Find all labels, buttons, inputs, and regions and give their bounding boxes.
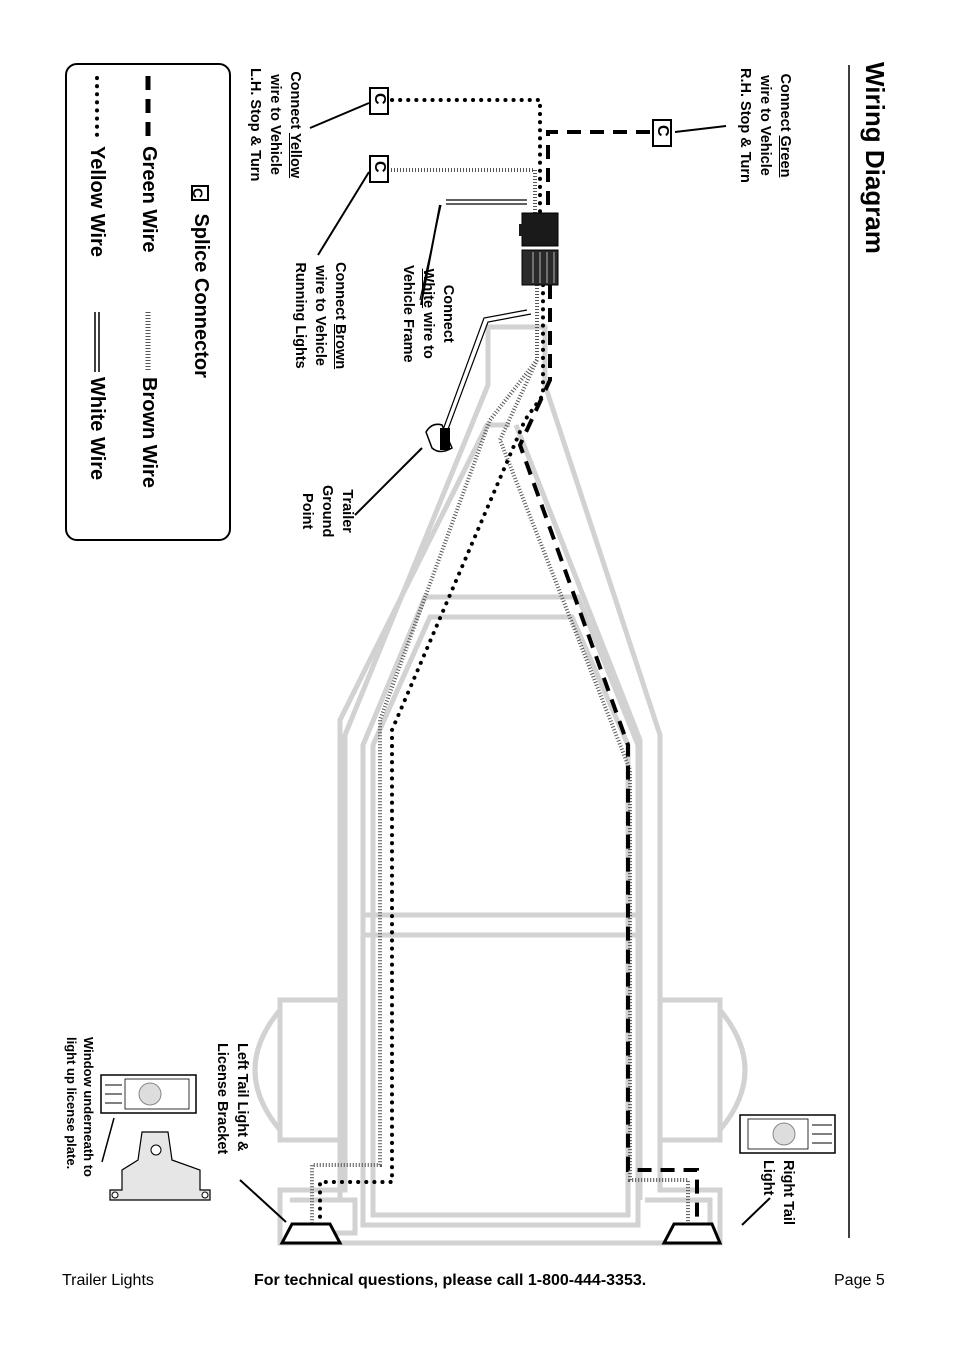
splice-connector-yellow: C: [369, 87, 389, 115]
splice-connector-brown: C: [369, 155, 389, 183]
footer-center: For technical questions, please call 1-8…: [254, 1272, 647, 1289]
right-tail-light: [661, 1222, 723, 1245]
legend-yellow-label: Yellow Wire: [86, 146, 108, 257]
legend-white-label: White Wire: [86, 377, 108, 481]
legend-green-swatch: [145, 76, 151, 140]
footer-right: Page 5: [834, 1272, 885, 1289]
legend-white-swatch: [94, 312, 100, 372]
splice-label: C: [371, 93, 388, 105]
legend-yellow-swatch: [95, 76, 99, 140]
green-wire: [517, 130, 699, 1225]
yellow-wire: [318, 98, 545, 1227]
callout-white: Connect White wire to Vehicle Frame: [400, 265, 456, 363]
callout-leaders: [309, 102, 727, 516]
legend: [65, 63, 231, 541]
footer-left: Trailer Lights: [62, 1272, 154, 1289]
trailer-frame: [252, 324, 748, 1246]
right-tail-light-inset: [739, 1114, 836, 1226]
callout-window: Window underneath to light up license pl…: [64, 1037, 96, 1177]
splice-label: C: [654, 125, 671, 137]
left-tail-light: [279, 1222, 343, 1245]
callout-yellow: Connect Yellow wire to Vehicle L.H. Stop…: [247, 68, 303, 182]
callout-brown: Connect Brown wire to Vehicle Running Li…: [292, 262, 348, 370]
page-title: Wiring Diagram: [860, 62, 890, 254]
callout-ground: Trailer Ground Point: [299, 485, 355, 538]
left-tail-light-inset: [100, 1074, 287, 1223]
ground-screw: [425, 423, 453, 453]
callout-right-tail: Right Tail Light: [760, 1160, 796, 1225]
callout-left-tail: Left Tail Light & License Bracket: [214, 1043, 250, 1155]
legend-splice: C Splice Connector: [189, 185, 212, 378]
splice-label: C: [371, 161, 388, 173]
legend-splice-symbol: C: [191, 185, 210, 201]
legend-brown-label: Brown Wire: [138, 377, 160, 488]
wiring-diagram: [100, 65, 850, 1246]
legend-green-label: Green Wire: [138, 146, 160, 253]
callout-green: Connect Green wire to Vehicle R.H. Stop …: [737, 68, 793, 183]
legend-brown-swatch: [145, 312, 151, 372]
brown-wire: [310, 168, 690, 1225]
legend-splice-label: Splice Connector: [190, 213, 212, 378]
splice-connector-green: C: [652, 119, 672, 147]
white-wire: [419, 199, 532, 441]
trailer-plug-connector: [519, 212, 559, 286]
